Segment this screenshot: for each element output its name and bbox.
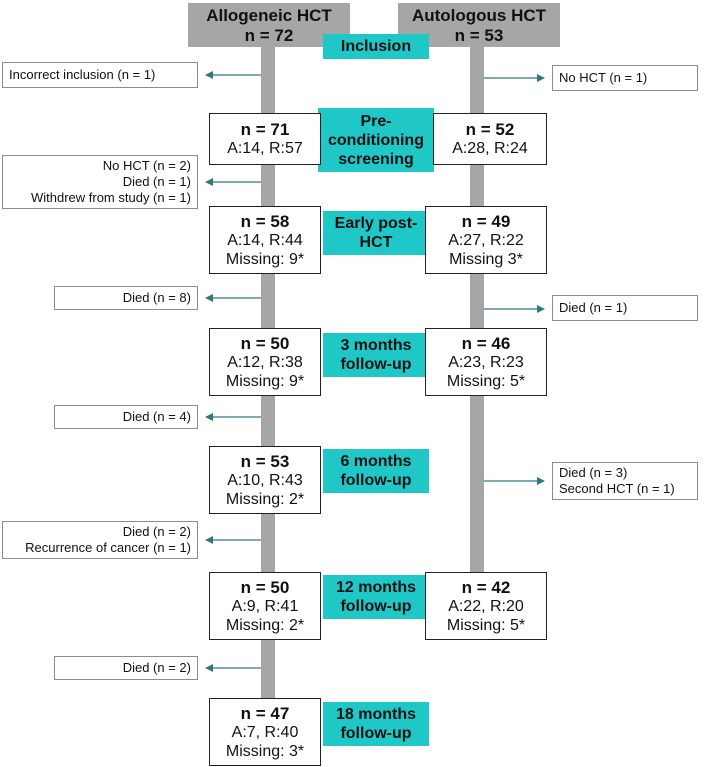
count: n = 50 [240,333,290,353]
count: n = 46 [461,333,511,353]
missing: Missing: 2* [225,490,305,508]
exclusion-line: Died (n = 8) [122,290,191,305]
split: A:10, R:43 [227,471,303,489]
split: A:27, R:22 [448,231,524,249]
exclusion-line: Died (n = 4) [122,409,191,424]
split: A:14, R:57 [227,140,303,157]
exclusion-line: Died (n = 2) [122,660,191,675]
split: A:7, R:40 [231,723,299,741]
allo-exclusion-12-months: Died (n = 2) [54,656,198,680]
count: n = 53 [240,451,290,471]
count: n = 58 [240,211,290,231]
autologous-header: Autologous HCT n = 53 [398,3,560,47]
stage-line: HCT [359,234,393,251]
stage-line: follow-up [340,356,412,373]
stage-line: conditioning [328,131,424,149]
exclusion-line: No HCT (n = 1) [559,70,648,85]
allo-box-6-months: n = 53 A:10, R:43 Missing: 2* [209,446,321,514]
allo-exclusion-3-months: Died (n = 4) [54,405,198,429]
allo-box-pre-conditioning: n = 71 A:14, R:57 [209,113,321,165]
count: n = 52 [465,120,515,139]
allogeneic-title: Allogeneic HCT [206,6,332,25]
stage-line: Inclusion [340,38,412,55]
split: A:23, R:23 [448,353,524,371]
exclusion-line: Died (n = 1) [122,174,191,189]
missing: Missing: 5* [446,616,526,634]
missing: Missing: 3* [225,742,305,760]
split: A:14, R:44 [227,231,303,249]
stage-inclusion: Inclusion [323,34,429,59]
stage-12-months: 12 months follow-up [323,575,429,619]
auto-exclusion-3-months: Died (n = 3) Second HCT (n = 1) [552,462,698,500]
stage-line: screening [338,150,414,168]
stage-line: 6 months [340,453,412,470]
exclusion-line: Withdrew from study (n = 1) [30,190,191,205]
missing: Missing: 9* [225,372,305,390]
split: A:9, R:41 [231,597,299,615]
auto-exclusion-inclusion: No HCT (n = 1) [552,65,698,91]
autologous-flow-bar [470,40,484,580]
missing: Missing: 2* [225,616,305,634]
stage-line: follow-up [340,725,412,742]
stage-line: follow-up [340,598,412,615]
allo-box-18-months: n = 47 A:7, R:40 Missing: 3* [209,698,321,766]
exclusion-line: Died (n = 2) [122,524,191,539]
stage-pre-conditioning-screening: Pre- conditioning screening [318,108,434,172]
auto-box-12-months: n = 42 A:22, R:20 Missing: 5* [425,572,547,640]
allo-box-12-months: n = 50 A:9, R:41 Missing: 2* [209,572,321,640]
count: n = 47 [240,703,290,723]
stage-line: 18 months [335,706,416,723]
count: n = 71 [240,120,290,139]
missing: Missing: 9* [225,250,305,268]
exclusion-line: Incorrect inclusion (n = 1) [9,67,156,82]
split: A:22, R:20 [448,597,524,615]
stage-line: follow-up [340,472,412,489]
count: n = 49 [461,211,511,231]
auto-box-3-months: n = 46 A:23, R:23 Missing: 5* [425,328,547,396]
split: A:28, R:24 [452,140,528,157]
exclusion-line: Second HCT (n = 1) [559,481,675,496]
missing: Missing 3* [449,250,523,268]
autologous-title: Autologous HCT [411,6,547,25]
exclusion-line: Died (n = 1) [559,300,628,315]
split: A:12, R:38 [227,353,303,371]
stage-line: Early post- [334,215,418,232]
autologous-count: n = 53 [454,26,504,45]
allo-exclusion-6-months: Died (n = 2) Recurrence of cancer (n = 1… [2,521,198,559]
count: n = 50 [240,577,290,597]
stage-early-post-hct: Early post- HCT [323,211,429,255]
allo-exclusion-early-post-hct: Died (n = 8) [54,286,198,310]
auto-box-early-post-hct: n = 49 A:27, R:22 Missing 3* [425,206,547,274]
stage-6-months: 6 months follow-up [323,449,429,493]
exclusion-line: Died (n = 3) [559,465,628,480]
count: n = 42 [461,577,511,597]
exclusion-line: Recurrence of cancer (n = 1) [25,540,191,555]
stage-line: 3 months [340,337,412,354]
exclusion-line: No HCT (n = 2) [102,158,191,173]
allo-box-early-post-hct: n = 58 A:14, R:44 Missing: 9* [209,206,321,274]
stage-line: Pre- [360,112,392,130]
stage-18-months: 18 months follow-up [323,702,429,746]
auto-exclusion-early-post-hct: Died (n = 1) [552,295,698,321]
allo-exclusion-pre-conditioning: No HCT (n = 2) Died (n = 1) Withdrew fro… [2,155,198,209]
missing: Missing: 5* [446,372,526,390]
stage-3-months: 3 months follow-up [323,333,429,377]
allo-box-3-months: n = 50 A:12, R:38 Missing: 9* [209,328,321,396]
allogeneic-count: n = 72 [244,26,294,45]
auto-box-pre-conditioning: n = 52 A:28, R:24 [433,113,547,165]
stage-line: 12 months [335,579,416,596]
allo-exclusion-inclusion: Incorrect inclusion (n = 1) [2,62,198,88]
